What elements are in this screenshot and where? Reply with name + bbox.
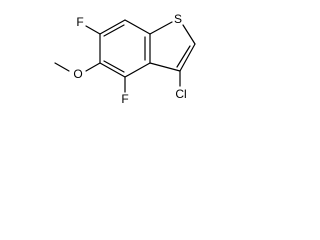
bond-s-c2 <box>182 24 196 45</box>
atom-label-methoxy-oxygen: O <box>73 67 82 81</box>
double-bond-c2-c3-inner <box>176 45 191 68</box>
bond-c5-oxygen <box>85 62 101 72</box>
bond-c5-c4 <box>99 62 126 78</box>
double-bond-c5-c4-inner <box>103 60 125 73</box>
bond-c7a-c7 <box>124 19 151 35</box>
chemical-structure-diagram: S F O F Cl <box>54 12 196 106</box>
bond-c2-c3 <box>179 43 196 72</box>
atom-label-sulfur: S <box>174 12 182 26</box>
bond-c7-c6 <box>99 19 126 35</box>
bond-c6-fluorine <box>85 25 101 35</box>
bond-oxygen-methyl <box>54 62 70 72</box>
bond-c3-c3a <box>149 62 181 72</box>
molecule-canvas: S F O F Cl <box>0 0 207 136</box>
bond-c4-c3a <box>124 62 151 78</box>
bond-c7a-s <box>149 21 173 35</box>
atom-label-fluorine-bottom: F <box>121 92 128 106</box>
atom-label-chlorine: Cl <box>175 87 186 101</box>
atom-label-fluorine-top: F <box>76 15 83 29</box>
double-bond-c7-c6-inner <box>103 24 125 37</box>
